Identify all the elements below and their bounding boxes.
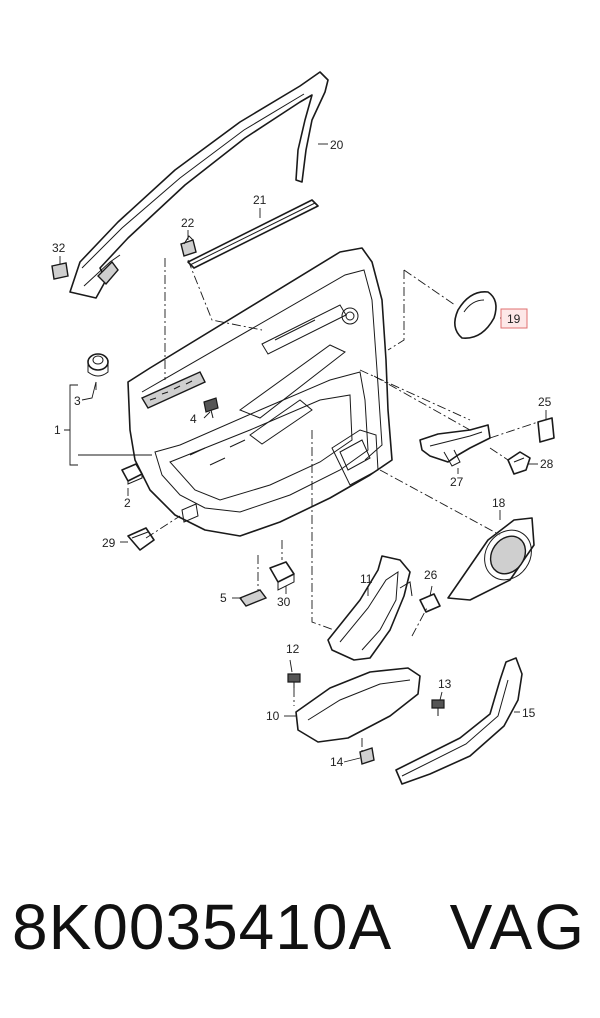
callout-14: 14	[330, 755, 344, 769]
part-19-cover	[454, 291, 497, 339]
part-28-knob	[507, 451, 531, 475]
part-number: 8K0035410A	[12, 891, 393, 963]
callout-28: 28	[540, 457, 554, 471]
callout-29: 29	[102, 536, 116, 550]
part-4-screw	[203, 397, 219, 419]
part-15-lower-trim	[395, 657, 523, 785]
footer: 8K0035410A VAG	[0, 890, 600, 980]
part-2-block	[121, 463, 143, 485]
part-26-button	[419, 593, 441, 613]
callout-5: 5	[220, 591, 227, 605]
part-25-cap	[537, 417, 555, 443]
callout-11: 11	[360, 572, 373, 586]
part-14-clip	[359, 747, 375, 765]
part-20-window-trim	[69, 71, 329, 299]
exploded-parts-diagram: 20 21 22 32 19 3 1 4 2 29 25 28 27 18 11…	[51, 71, 555, 785]
part-29-clip	[127, 527, 155, 551]
callout-15: 15	[522, 706, 536, 720]
callout-18: 18	[492, 496, 506, 510]
part-32-pad	[51, 262, 69, 280]
callout-19-highlight	[500, 308, 528, 329]
part-5-pad	[238, 589, 268, 607]
callout-32: 32	[52, 241, 66, 255]
brand-name: VAG	[449, 891, 586, 963]
assembly-lines	[95, 258, 539, 752]
callout-1: 1	[54, 423, 61, 437]
callout-25: 25	[538, 395, 552, 409]
part-13-screw	[431, 699, 445, 716]
part-21-trim-strip	[187, 199, 319, 269]
part-30-connector	[269, 561, 295, 591]
part-10-armrest-pad	[295, 667, 421, 743]
callout-20: 20	[330, 138, 344, 152]
part-18-speaker-grille	[447, 517, 535, 601]
callout-13: 13	[438, 677, 452, 691]
callout-26: 26	[424, 568, 438, 582]
part-1-door-panel	[127, 247, 393, 537]
part-3-grommet	[87, 353, 109, 377]
callout-4: 4	[190, 412, 197, 426]
callout-labels: 20 21 22 32 19 3 1 4 2 29 25 28 27 18 11…	[52, 138, 554, 769]
callout-10: 10	[266, 709, 280, 723]
callout-3: 3	[74, 394, 81, 408]
callout-19: 19	[507, 312, 521, 326]
callout-12: 12	[286, 642, 300, 656]
callout-27: 27	[450, 475, 464, 489]
part-11-armrest-bracket	[327, 555, 413, 661]
callout-30: 30	[277, 595, 291, 609]
part-27-handle	[419, 424, 491, 467]
callout-21: 21	[253, 193, 267, 207]
part-12-screw	[287, 673, 301, 688]
callout-2: 2	[124, 496, 131, 510]
part-22-clip	[180, 235, 197, 257]
callout-22: 22	[181, 216, 195, 230]
